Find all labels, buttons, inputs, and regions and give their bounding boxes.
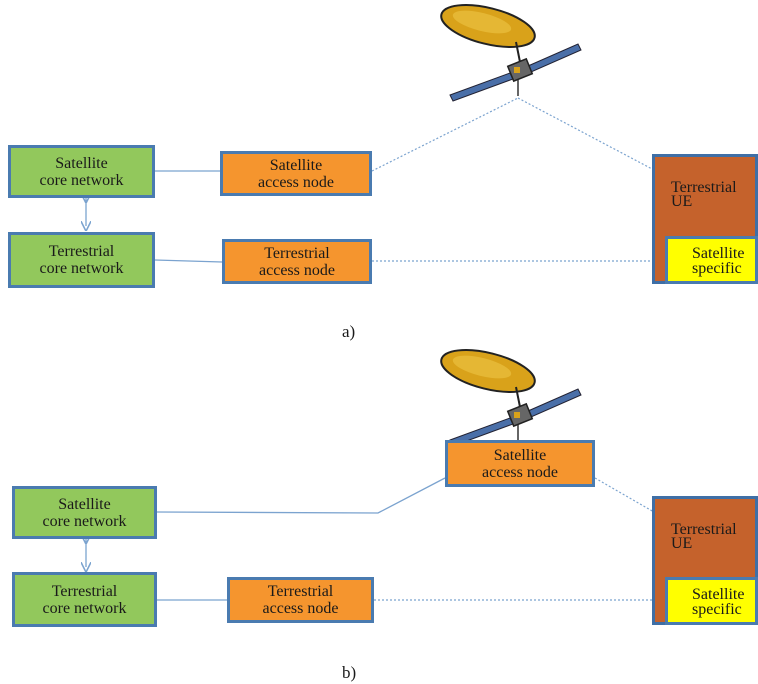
satellite-icon [440,4,582,102]
terrestrial-core-network-b: Terrestrial core network [12,572,157,627]
link-a-sat-ue [517,97,655,171]
terrestrial-access-node-b: Terrestrial access node [227,577,374,623]
satellite-specific-a: Satellite specific [665,236,758,284]
link-a-terrcore-terraccess [154,259,223,263]
satellite-core-network-b: Satellite core network [12,486,157,539]
satellite-access-node-b: Satellite access node [445,440,595,487]
satellite-core-network-a: Satellite core network [8,145,155,198]
link-a-sataccess-sat [371,97,519,172]
terrestrial-access-node-a: Terrestrial access node [222,239,372,284]
satellite-icon [440,349,582,447]
satellite-access-node-a: Satellite access node [220,151,372,196]
link-b-satcore-sataccess [156,477,446,514]
terrestrial-core-network-a: Terrestrial core network [8,232,155,288]
caption-b: b) [342,663,357,682]
satellite-specific-b: Satellite specific [665,577,758,625]
link-b-sataccess-ue [594,477,655,513]
caption-a: a) [342,322,356,341]
